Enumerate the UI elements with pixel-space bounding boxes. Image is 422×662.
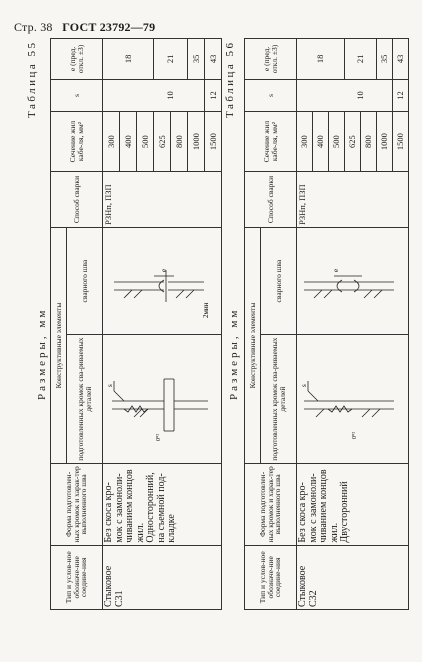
method-c32: РЗНп, ПЗП — [296, 171, 409, 228]
weld-drawing-56: e — [304, 269, 394, 299]
header-edges: подготовленных кромок сва-риваемых детал… — [66, 334, 103, 464]
header-s-56: s — [244, 79, 297, 112]
header-edges-56: подготовленных кромок сва-риваемых детал… — [260, 334, 297, 464]
header-elements: Конструктивные элементы — [50, 227, 67, 464]
header-form-56: Форма подготовлен-ных кромок и харак-тер… — [244, 463, 297, 546]
section-row-7: 1500 — [204, 111, 222, 172]
page-number: Стр. 38 — [14, 20, 53, 34]
joint-type-c32: Стыковое С32 — [296, 545, 409, 610]
section-row-5: 800 — [170, 111, 188, 172]
table-title-56: Таблица 56 — [224, 40, 236, 118]
weld-drawing-c31: e 2мин — [102, 227, 222, 335]
header-weld-56: сварного шва — [260, 227, 297, 335]
e-value-4: 43 — [204, 38, 222, 80]
header-form: Форма подготовлен-ных кромок и харак-тер… — [50, 463, 103, 546]
label-e-55: e — [160, 269, 168, 272]
label-angle-56: 0°² — [351, 432, 358, 439]
header-method: Способ сварки — [50, 171, 103, 228]
dimensions-caption-56: Размеры, мм — [228, 307, 240, 400]
e-value-3-56: 35 — [376, 38, 393, 80]
header-section: Сечение жил кабе-ля, мм² — [50, 111, 103, 172]
header-e: e (пред. откл. ±3) — [50, 38, 103, 80]
e-value-4-56: 43 — [392, 38, 409, 80]
section-row-1: 300 — [102, 111, 120, 172]
header-section-56: Сечение жил кабе-ля, мм² — [244, 111, 297, 172]
section-row-4: 625 — [153, 111, 171, 172]
header-type: Тип и услов-ное обозначе-ние соедине-ния — [50, 545, 103, 610]
weld-label-55: 2мин — [202, 303, 210, 319]
section-row-5-56: 800 — [360, 111, 377, 172]
weld-drawing-55: e 2мин — [114, 269, 210, 319]
s-value-2-56: 12 — [392, 79, 409, 112]
table-55: Тип и услов-ное обозначе-ние соедине-ния… — [50, 38, 222, 610]
section-row-7-56: 1500 — [392, 111, 409, 172]
edges-drawing-56: s 0°² — [300, 381, 394, 439]
s-value-1-56: 10 — [328, 79, 393, 112]
section-row-6-56: 1000 — [376, 111, 393, 172]
e-value-2: 21 — [153, 38, 188, 80]
section-row-2-56: 400 — [312, 111, 329, 172]
s-value-1: 10 — [136, 79, 205, 112]
header-weld: сварного шва — [66, 227, 103, 335]
weld-drawing-c32: e — [296, 227, 409, 335]
rotated-page-content: Таблица 55 Размеры, мм Тип и услов-ное о… — [18, 38, 409, 640]
section-row-4-56: 625 — [344, 111, 361, 172]
e-value-1: 18 — [102, 38, 154, 80]
header-type-56: Тип и услов-ное обозначе-ние соедине-ния — [244, 545, 297, 610]
form-description-c32: Без скоса кро-мок с замоноли-чиванием ко… — [296, 463, 409, 546]
section-row-1-56: 300 — [296, 111, 313, 172]
standard-code: ГОСТ 23792—79 — [62, 20, 156, 34]
joint-type-c31: Стыковое С31 — [102, 545, 222, 610]
section-row-6: 1000 — [187, 111, 205, 172]
header-elements-56: Конструктивные элементы — [244, 227, 261, 464]
header-method-56: Способ сварки — [244, 171, 297, 228]
section-row-3-56: 500 — [328, 111, 345, 172]
header-e-56: e (пред. откл. ±3) — [244, 38, 297, 80]
page-header: Стр. 38 ГОСТ 23792—79 — [14, 20, 155, 35]
e-value-1-56: 18 — [296, 38, 345, 80]
table-title-55: Таблица 55 — [26, 40, 38, 118]
edges-drawing-55: s 0°² — [106, 378, 208, 441]
table-56: Тип и услов-ное обозначе-ние соедине-ния… — [244, 38, 409, 610]
e-value-3: 35 — [187, 38, 205, 80]
e-value-2-56: 21 — [344, 38, 377, 80]
method-c31: РЗНп, ПЗП — [102, 171, 222, 228]
label-s-56: s — [300, 384, 308, 387]
edges-drawing-c32: s 0°² — [296, 334, 409, 464]
edges-drawing-c31: s 0°² — [102, 334, 222, 464]
s-value-2: 12 — [204, 79, 222, 112]
section-row-3: 500 — [136, 111, 154, 172]
header-s: s — [50, 79, 103, 112]
section-row-2: 400 — [119, 111, 137, 172]
form-description-c31: Без скоса кро-мок с замоноли-чиванием ко… — [102, 463, 222, 546]
label-e-56: e — [332, 269, 340, 272]
dimensions-caption-55: Размеры, мм — [36, 307, 48, 400]
label-angle-55: 0°² — [155, 434, 162, 441]
label-s-55: s — [106, 384, 114, 387]
